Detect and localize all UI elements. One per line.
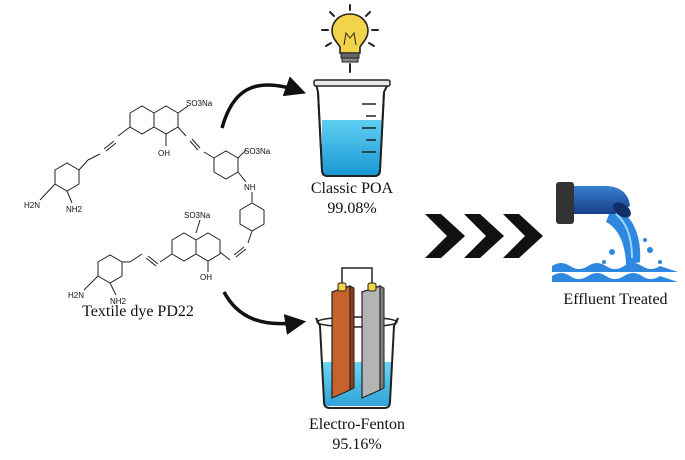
group-oh-top: OH (158, 149, 170, 158)
group-nh2-top: NH2 (66, 205, 83, 214)
effluent-label: Effluent Treated (563, 291, 668, 308)
group-h2n-bottom: H2N (68, 291, 84, 300)
group-so3na-bottom: SO3Na (184, 211, 211, 220)
group-nh2-bottom: NH2 (110, 297, 127, 306)
dye-functional-groups: SO3Na OH SO3Na NH H2N NH2 SO3Na OH H2N N… (24, 99, 271, 306)
beaker-icon (313, 79, 391, 177)
dye-structure (39, 105, 265, 296)
discharge-pipe-icon (552, 182, 678, 282)
group-h2n-top: H2N (24, 201, 40, 210)
group-nh: NH (244, 183, 256, 192)
electrolysis-cell-icon (315, 267, 399, 409)
chevrons-icon (425, 214, 543, 258)
group-oh-bottom: OH (200, 273, 212, 282)
arrow-to-electro-fenton (222, 291, 307, 335)
classic-poa-name: Classic POA (310, 180, 394, 197)
electro-fenton-name: Electro-Fenton (309, 416, 405, 433)
dye-label: Textile dye PD22 (82, 303, 194, 320)
electro-fenton-efficiency: 95.16% (332, 436, 382, 453)
group-so3na-right: SO3Na (244, 147, 271, 156)
group-so3na-top: SO3Na (186, 99, 213, 108)
classic-poa-efficiency: 99.08% (327, 200, 377, 217)
arrow-to-classic-poa (220, 76, 306, 129)
lightbulb-icon (321, 4, 379, 73)
